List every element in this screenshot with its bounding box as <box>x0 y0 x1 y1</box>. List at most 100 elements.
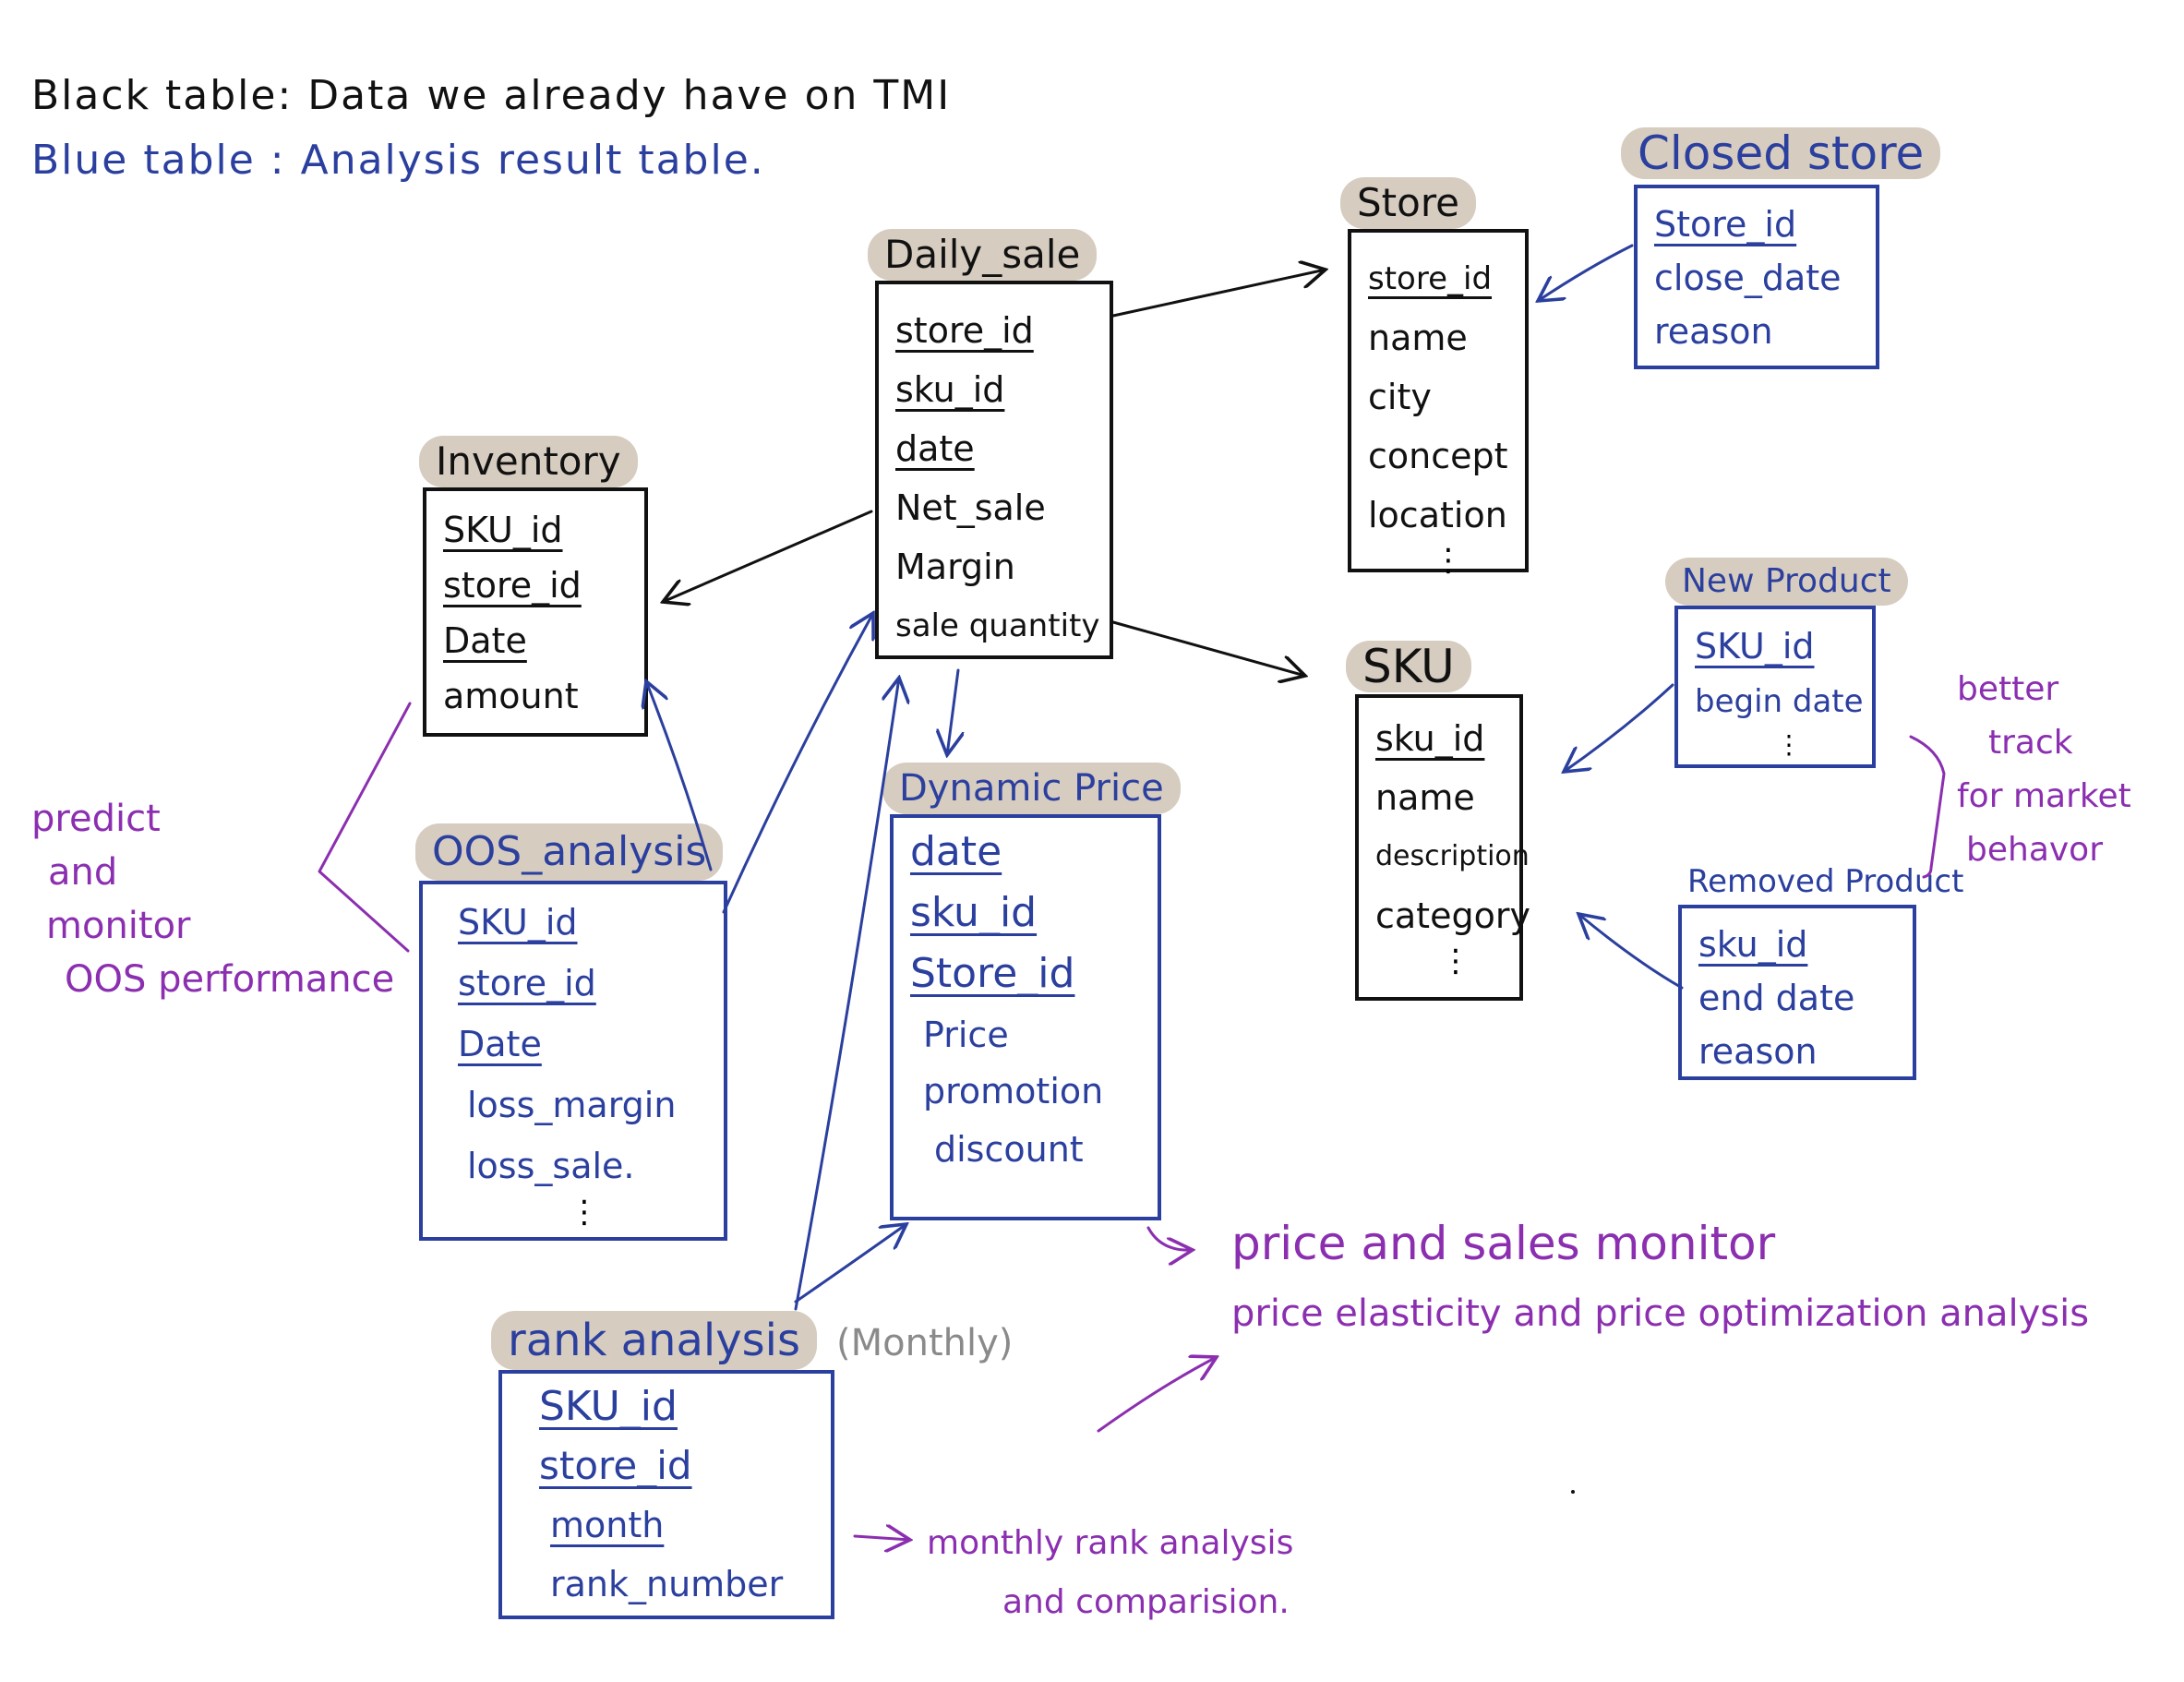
table-title: Store <box>1340 177 1477 229</box>
arrow-rank-to-daily-sale <box>794 678 899 1311</box>
field-name: name <box>1368 318 1468 358</box>
arrow-oos-to-daily-sale <box>722 613 873 914</box>
note-line: monthly rank analysis <box>927 1524 1294 1562</box>
field-price: Price <box>923 1015 1009 1055</box>
field-loss-sale: loss_sale. <box>467 1146 635 1186</box>
field-end-date: end date <box>1698 978 1855 1018</box>
field-sku-id: SKU_id <box>458 902 578 943</box>
table-box: SKU_id begin date ⋮ <box>1674 606 1876 768</box>
field-store-id: store_id <box>458 963 596 1003</box>
field-sku-id: sku_id <box>1698 924 1808 965</box>
field-loss-margin: loss_margin <box>467 1085 677 1125</box>
field-store-id: store_id <box>895 310 1034 351</box>
field-concept: concept <box>1368 436 1508 476</box>
note-price-elasticity: price elasticity and price optimization … <box>1231 1292 2090 1335</box>
field-promotion: promotion <box>923 1071 1104 1111</box>
arrow-closed-store-to-store <box>1538 244 1634 301</box>
table-box: date sku_id Store_id Price promotion dis… <box>890 814 1161 1220</box>
field-reason: reason <box>1698 1031 1818 1072</box>
table-box: store_id sku_id date Net_sale Margin sal… <box>875 281 1113 659</box>
table-box: SKU_id store_id Date loss_margin loss_sa… <box>419 881 727 1241</box>
note-monthly-rank: monthly rank analysis and comparision. <box>927 1514 1293 1632</box>
table-box: SKU_id store_id Date amount <box>423 487 648 737</box>
table-box: sku_id end date reason <box>1678 905 1916 1080</box>
field-location: location <box>1368 495 1507 535</box>
note-line: OOS performance <box>65 958 395 1001</box>
note-line: and <box>48 851 118 894</box>
stray-dot <box>1571 1490 1575 1494</box>
note-better-track: better track for market behavor <box>1957 663 2131 877</box>
note-line: for market <box>1957 777 2131 815</box>
field-store-id: store_id <box>1368 260 1493 297</box>
table-box: SKU_id store_id month rank_number <box>498 1370 834 1619</box>
table-title: SKU <box>1346 641 1471 692</box>
arrow-new-product-to-sku <box>1564 683 1674 772</box>
bracket-predict-oos <box>318 702 412 953</box>
legend-black-table: Black table: Data we already have on TMI <box>31 72 952 119</box>
arrow-daily-sale-to-inventory <box>663 510 873 602</box>
legend-blue-table: Blue table : Analysis result table. <box>31 137 765 184</box>
field-month: month <box>550 1505 665 1545</box>
field-rank-number: rank_number <box>550 1564 784 1604</box>
arrow-oos-to-inventory <box>646 681 713 871</box>
rank-analysis-qualifier: (Monthly) <box>836 1322 1014 1364</box>
arrow-rank-to-price-notes <box>1097 1357 1217 1433</box>
note-line: track <box>1988 724 2073 762</box>
arrow-rank-to-monthly-notes <box>853 1536 910 1540</box>
arrow-dynamic-price-to-notes <box>1146 1226 1193 1250</box>
field-name: name <box>1375 777 1475 818</box>
note-price-monitor: price and sales monitor <box>1231 1217 1776 1270</box>
field-margin: Margin <box>895 547 1015 587</box>
note-line: and comparision. <box>1002 1583 1290 1621</box>
field-reason: reason <box>1654 311 1773 352</box>
note-line: better <box>1957 670 2059 708</box>
table-title: rank analysis <box>491 1311 817 1370</box>
field-close-date: close_date <box>1654 258 1842 298</box>
bracket-better-track <box>1909 735 1946 879</box>
field-begin-date: begin date <box>1695 683 1864 720</box>
field-store-id: Store_id <box>910 950 1075 997</box>
field-city: city <box>1368 377 1432 417</box>
field-date: Date <box>443 620 527 661</box>
field-store-id: store_id <box>443 565 582 606</box>
field-date: Date <box>458 1024 542 1064</box>
field-store-id: store_id <box>539 1443 692 1488</box>
field-store-id: Store_id <box>1654 204 1797 245</box>
note-line: predict <box>31 798 161 840</box>
field-net-sale: Net_sale <box>895 487 1046 528</box>
field-sku-id: SKU_id <box>443 510 563 550</box>
more-fields-ellipsis: ⋮ <box>569 1194 600 1231</box>
table-title: Removed Product <box>1687 863 1964 900</box>
table-title: Dynamic Price <box>882 763 1181 814</box>
arrow-removed-product-to-sku <box>1578 914 1684 990</box>
note-line: monitor <box>46 905 191 947</box>
arrow-daily-sale-to-sku <box>1111 620 1305 676</box>
field-amount: amount <box>443 676 579 716</box>
more-fields-ellipsis: ⋮ <box>1776 729 1802 760</box>
table-title: New Product <box>1665 558 1908 606</box>
arrow-rank-to-dynamic-price <box>794 1224 906 1304</box>
table-title: Inventory <box>419 436 638 487</box>
table-title: Daily_sale <box>868 229 1098 281</box>
note-line: behavor <box>1966 831 2104 869</box>
arrow-daily-sale-to-store <box>1111 270 1326 318</box>
table-title: Closed store <box>1621 127 1941 179</box>
table-box: Store_id close_date reason <box>1634 185 1879 369</box>
table-title: OOS_analysis <box>415 823 724 881</box>
table-box: store_id name city concept location ⋮ <box>1348 229 1529 576</box>
field-sku-id: sku_id <box>1375 718 1485 759</box>
more-fields-ellipsis: ⋮ <box>1440 943 1471 979</box>
field-sale-quantity: sale quantity <box>895 607 1100 644</box>
table-box: sku_id name description category ⋮ <box>1355 694 1530 1001</box>
field-sku-id: SKU_id <box>539 1383 678 1430</box>
field-date: date <box>910 828 1002 875</box>
field-sku-id: sku_id <box>910 889 1038 936</box>
field-date: date <box>895 428 975 469</box>
note-predict-oos: predict and monitor OOS performance <box>31 792 394 1006</box>
arrow-daily-sale-to-dynamic-price <box>947 668 958 755</box>
field-sku-id: SKU_id <box>1695 626 1815 667</box>
field-discount: discount <box>934 1129 1084 1170</box>
more-fields-ellipsis: ⋮ <box>1433 542 1464 579</box>
field-sku-id: sku_id <box>895 369 1005 410</box>
